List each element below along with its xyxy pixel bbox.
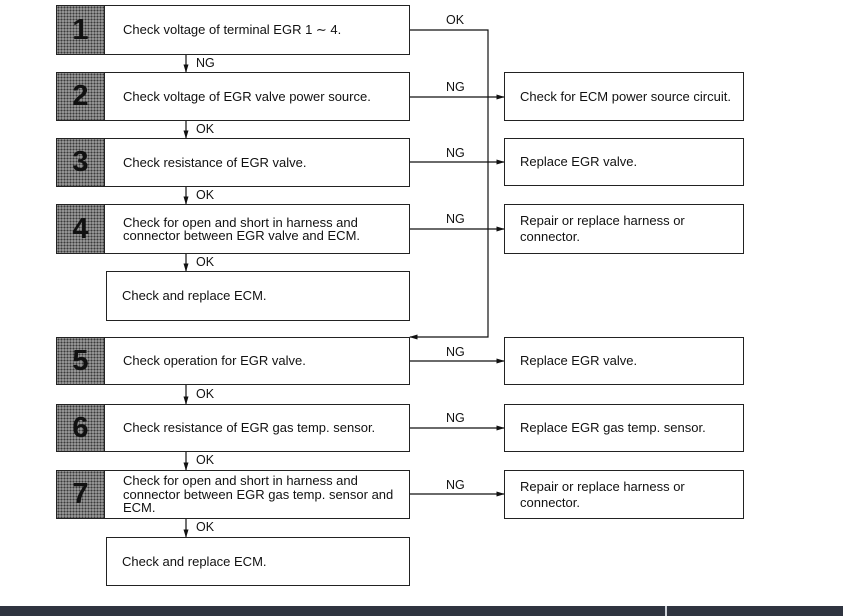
step-number: 1 [57, 6, 105, 54]
step-6-box: 6 Check resistance of EGR gas temp. sens… [56, 404, 410, 452]
result-box-5: Replace EGR gas temp. sensor. [504, 404, 744, 452]
ok-label: OK [196, 453, 215, 467]
ng-label: NG [446, 345, 465, 359]
step-number: 2 [57, 73, 105, 120]
step-7-box: 7 Check for open and short in harness an… [56, 470, 410, 519]
result-text: Replace EGR valve. [520, 353, 638, 368]
step-text: Check resistance of EGR gas temp. sensor… [123, 420, 376, 436]
step-number: 6 [57, 405, 105, 451]
ok-label: OK [196, 520, 215, 534]
result-text: Repair or replace harness or connector. [520, 478, 685, 510]
ok-label: OK [446, 13, 465, 27]
step-number: 7 [57, 471, 105, 518]
ok-label: OK [196, 255, 215, 269]
step-text: Check voltage of terminal EGR 1 ∼ 4. [123, 22, 342, 38]
ng-label: NG [446, 146, 465, 160]
step-text: Check for open and short in harness and … [123, 473, 394, 516]
ok-label: OK [196, 387, 215, 401]
result-box-1: Check for ECM power source circuit. [504, 72, 744, 121]
result-text: Replace EGR valve. [520, 154, 638, 169]
result-text: Replace EGR gas temp. sensor. [520, 420, 706, 435]
ng-label: NG [446, 411, 465, 425]
step-2-box: 2 Check voltage of EGR valve power sourc… [56, 72, 410, 121]
result-box-4: Replace EGR valve. [504, 337, 744, 385]
end-box-1: Check and replace ECM. [106, 271, 410, 321]
step-number: 3 [57, 139, 105, 186]
result-box-2: Replace EGR valve. [504, 138, 744, 186]
step-5-box: 5 Check operation for EGR valve. [56, 337, 410, 385]
end-box-text: Check and replace ECM. [122, 553, 267, 569]
step-1-box: 1 Check voltage of terminal EGR 1 ∼ 4. [56, 5, 410, 55]
ok-label: OK [196, 122, 215, 136]
ng-label: NG [446, 80, 465, 94]
ng-label: NG [446, 212, 465, 226]
ng-label: NG [446, 478, 465, 492]
result-box-3: Repair or replace harness or connector. [504, 204, 744, 254]
bottom-bar [0, 606, 843, 616]
step-text: Check operation for EGR valve. [123, 353, 306, 369]
step-number: 5 [57, 338, 105, 384]
step-4-box: 4 Check for open and short in harness an… [56, 204, 410, 254]
ng-label: NG [196, 56, 215, 70]
result-box-6: Repair or replace harness or connector. [504, 470, 744, 519]
step-text: Check for open and short in harness and … [123, 214, 361, 243]
ok-label: OK [196, 188, 215, 202]
result-text: Repair or replace harness or connector. [520, 213, 685, 244]
step-3-box: 3 Check resistance of EGR valve. [56, 138, 410, 187]
step-text: Check voltage of EGR valve power source. [123, 89, 371, 104]
bottom-bar-divider [665, 606, 667, 616]
step-number: 4 [57, 205, 105, 253]
end-box-text: Check and replace ECM. [122, 288, 267, 303]
result-text: Check for ECM power source circuit. [520, 88, 731, 104]
step-text: Check resistance of EGR valve. [123, 154, 307, 170]
end-box-2: Check and replace ECM. [106, 537, 410, 586]
